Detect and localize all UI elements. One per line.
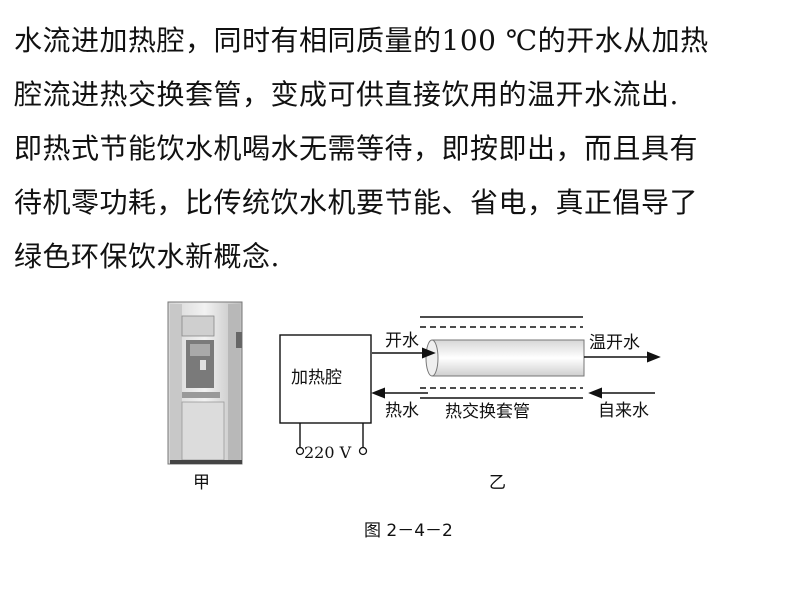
text-line-2: 腔流进热交换套管，变成可供直接饮用的温开水流出.: [14, 78, 679, 111]
heater-label: 加热腔: [291, 368, 342, 388]
heat-exchange-sleeve: [420, 316, 585, 399]
heater-box: [279, 334, 372, 424]
machine-label: 甲: [193, 473, 210, 493]
figure-caption: 图 2－4－2: [364, 521, 453, 541]
boiling-water-label: 开水: [385, 331, 419, 351]
text-line-4: 待机零功耗，比传统饮水机要节能、省电，真正倡导了: [14, 186, 699, 219]
hot-water-label: 热水: [385, 401, 419, 421]
text-line-5: 绿色环保饮水新概念.: [14, 240, 280, 273]
exchanger-label: 热交换套管: [445, 402, 530, 422]
tap-water-label: 自来水: [598, 401, 649, 421]
voltage-label: 220 V: [304, 443, 352, 462]
water-dispenser-image: [167, 301, 243, 465]
power-terminals: [295, 423, 368, 456]
warm-water-label: 温开水: [589, 333, 640, 353]
body-text: 水流进加热腔，同时有相同质量的100 ℃的开水从加热 腔流进热交换套管，变成可供…: [14, 14, 784, 284]
diagram-label: 乙: [489, 473, 506, 493]
text-line-1: 水流进加热腔，同时有相同质量的100 ℃的开水从加热: [14, 24, 709, 57]
text-line-3: 即热式节能饮水机喝水无需等待，即按即出，而且具有: [14, 132, 699, 165]
